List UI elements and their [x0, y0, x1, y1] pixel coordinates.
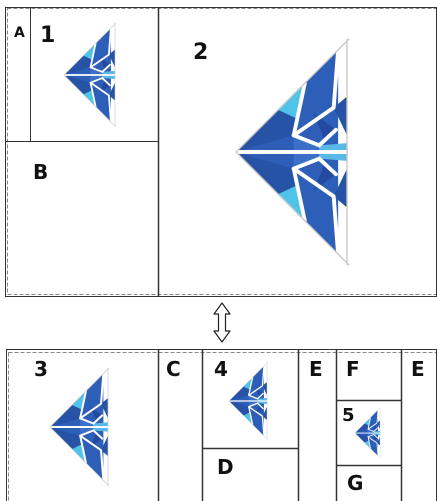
origami-fish-icon-1 — [63, 22, 117, 128]
label-1: 1 — [40, 23, 55, 48]
bottom-diagram: 3 C 4 E F E 5 D G — [6, 349, 437, 501]
label-2: 2 — [193, 40, 208, 65]
label-3: 3 — [34, 357, 48, 381]
bottom-dashed-border — [8, 352, 437, 501]
label-c: C — [166, 357, 181, 381]
label-5: 5 — [342, 405, 355, 426]
origami-fish-icon-2 — [234, 36, 352, 268]
label-e-right: E — [411, 357, 425, 381]
top-dashed-border — [7, 8, 437, 295]
label-d: D — [217, 455, 234, 479]
label-b: B — [33, 160, 48, 184]
origami-fish-icon-5 — [354, 407, 381, 459]
label-4: 4 — [214, 357, 228, 381]
top-diagram: A 1 2 B — [5, 7, 437, 297]
origami-fish-icon-3 — [48, 366, 111, 488]
origami-fish-icon-4 — [228, 361, 269, 441]
top-outer-frame — [5, 7, 437, 297]
label-f: F — [346, 357, 360, 381]
label-e-left: E — [309, 357, 323, 381]
label-a: A — [14, 25, 25, 41]
label-g: G — [347, 471, 363, 495]
double-arrow-vertical-icon — [213, 302, 231, 343]
